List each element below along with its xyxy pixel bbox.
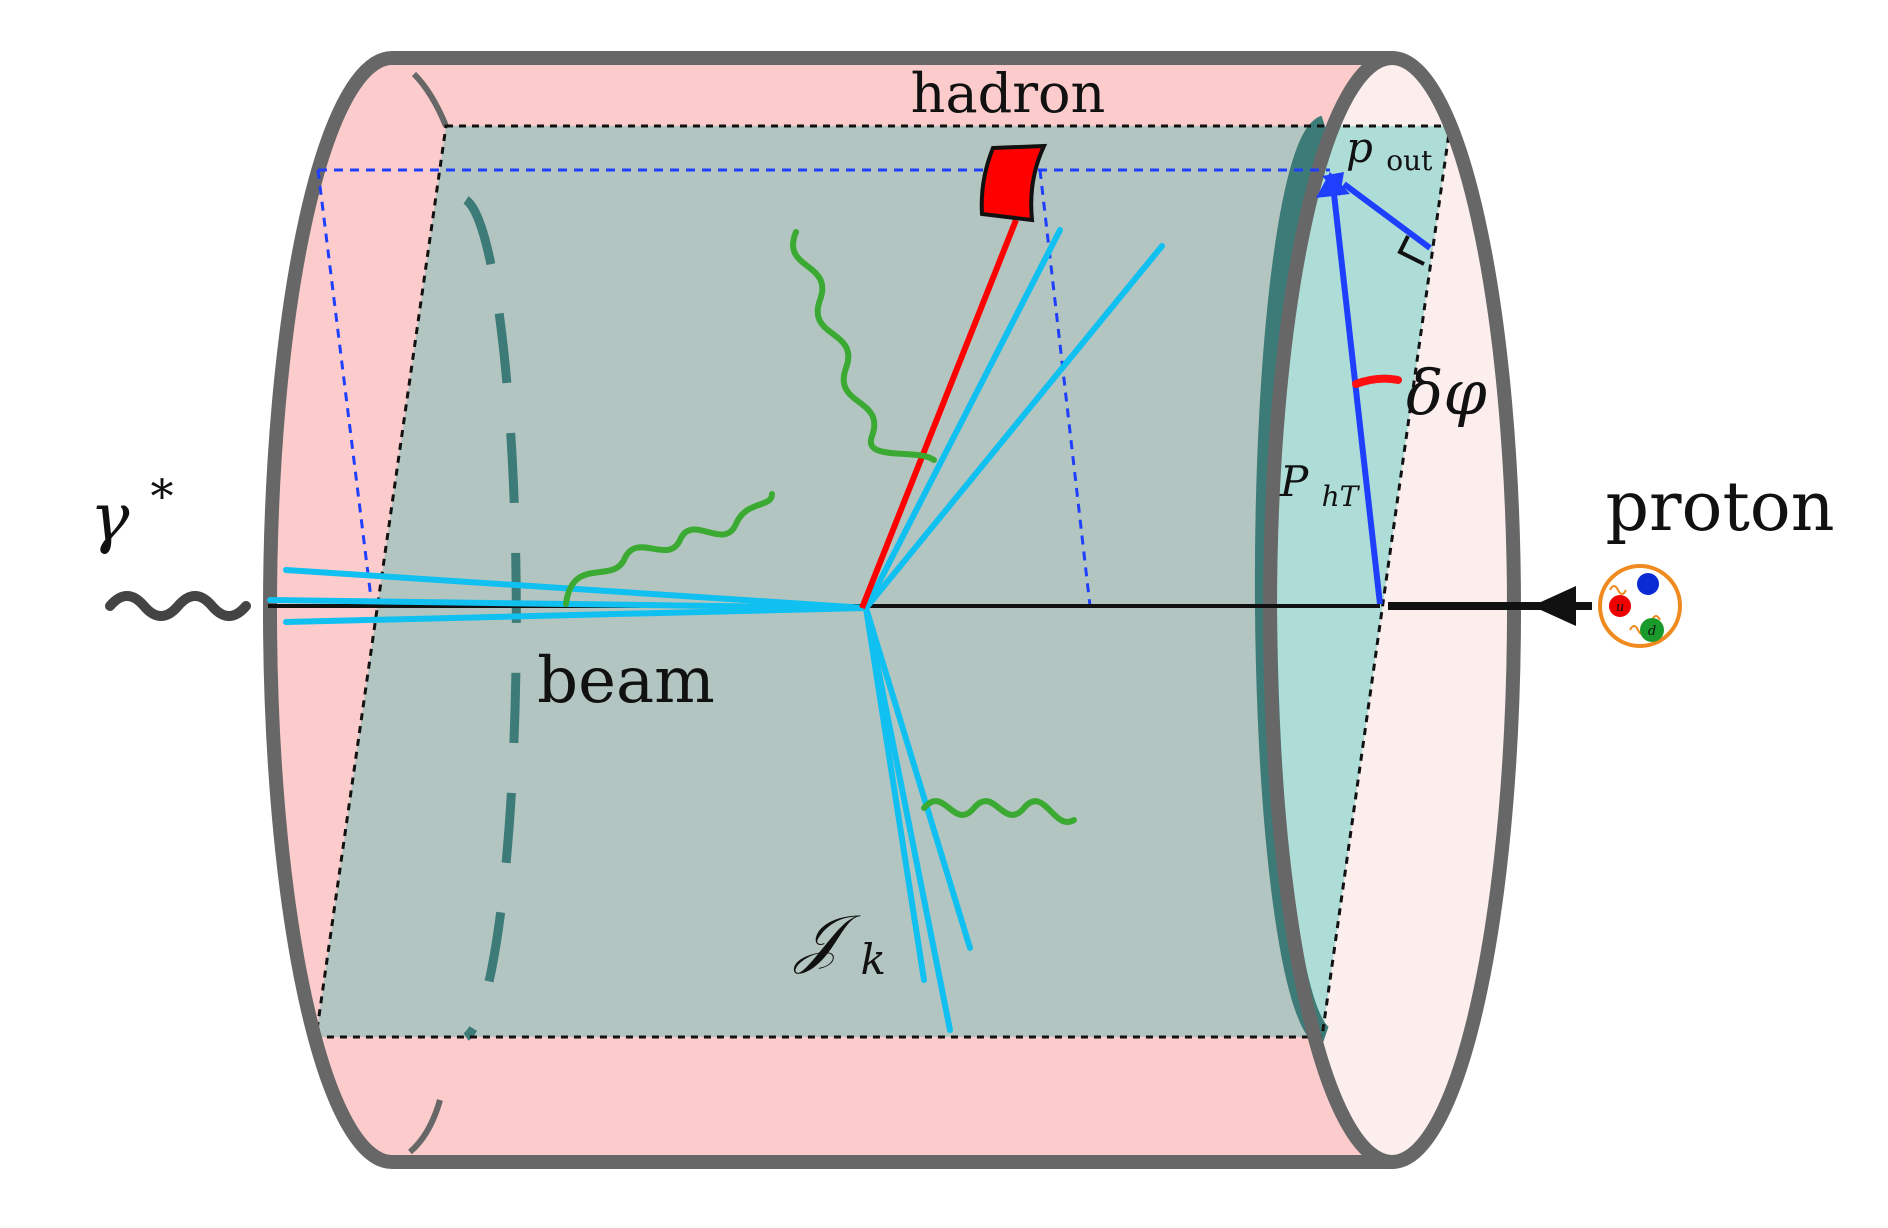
gluon-lines xyxy=(563,229,1077,825)
cylinder-left-edge xyxy=(263,51,393,1169)
phT-label: P hT xyxy=(1279,457,1361,513)
photon-symbol: γ xyxy=(90,479,130,556)
pout-vector xyxy=(1342,181,1432,251)
cyan-tracks xyxy=(267,227,1165,1033)
hidden-back-edge-top xyxy=(411,71,449,128)
photon-label: γ * xyxy=(90,469,173,556)
right-angle-marker xyxy=(1397,235,1425,266)
photon-superscript: * xyxy=(150,469,173,523)
plane-outline xyxy=(314,124,1452,1039)
hidden-back-edge-bottom xyxy=(407,1099,443,1155)
photon-wave xyxy=(105,591,251,621)
pout-subscript: out xyxy=(1386,144,1433,177)
quark-u-label: u xyxy=(1616,600,1624,615)
phT-symbol: P xyxy=(1279,457,1309,506)
jet-subscript: k xyxy=(861,935,886,984)
phT-vector xyxy=(1331,193,1383,605)
hadron-track xyxy=(859,218,1019,610)
quark-blue xyxy=(1637,573,1659,595)
pout-arrowhead xyxy=(1322,172,1344,196)
jet-symbol: 𝒥 xyxy=(793,902,861,976)
jet-label: 𝒥 k xyxy=(793,902,886,984)
pout-symbol: p xyxy=(1346,123,1373,172)
quark-d xyxy=(1640,618,1664,642)
pout-label: p out xyxy=(1346,123,1433,177)
beam-label: beam xyxy=(537,644,715,718)
blue-dashed-plane xyxy=(316,168,1330,607)
proton-arrow-head xyxy=(1532,586,1576,626)
proton-icon: u d xyxy=(1598,564,1682,648)
inner-plane xyxy=(316,126,1450,1037)
right-disk xyxy=(1265,126,1450,1037)
hadron-box xyxy=(979,143,1048,223)
delta-phi-arc xyxy=(1352,374,1402,388)
delta-phi-label: δφ xyxy=(1406,356,1487,429)
quark-d-label: d xyxy=(1648,624,1656,639)
hadron-label: hadron xyxy=(911,62,1106,125)
quark-u xyxy=(1609,595,1631,617)
proton-label: proton xyxy=(1605,468,1834,547)
phT-subscript: hT xyxy=(1322,480,1361,513)
